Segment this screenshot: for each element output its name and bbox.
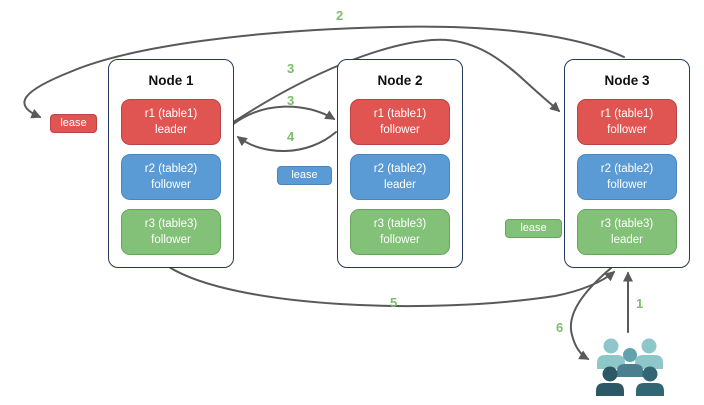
- node-3-replica-r2: r2 (table2) follower: [577, 154, 677, 200]
- replica-role: follower: [607, 124, 647, 136]
- step-label-1: 1: [636, 296, 644, 311]
- step-label-5: 5: [390, 295, 398, 310]
- step-label-3a: 3: [287, 61, 295, 76]
- arrow-step5-node1-to-node3: [168, 266, 616, 308]
- node-1-replica-r3: r3 (table3) follower: [121, 209, 221, 255]
- node-2-replica-r1: r1 (table1) follower: [350, 99, 450, 145]
- step-label-3b: 3: [287, 93, 295, 108]
- replica-name: r1 (table1): [600, 107, 654, 120]
- replica-role: follower: [380, 234, 420, 246]
- arrow-step3-node1-to-node3: [231, 38, 561, 124]
- node-2-replica-r2: r2 (table2) leader: [350, 154, 450, 200]
- replica-role: follower: [380, 124, 420, 136]
- replica-role: leader: [155, 124, 187, 136]
- node-2-replica-r3: r3 (table3) follower: [350, 209, 450, 255]
- lease-badge-table1: lease: [50, 114, 97, 133]
- replica-role: leader: [611, 234, 643, 246]
- replica-name: r3 (table3): [373, 217, 427, 230]
- replica-name: r1 (table1): [373, 107, 427, 120]
- replica-role: follower: [151, 234, 191, 246]
- arrow-step4-node2-to-node1: [236, 131, 337, 153]
- replica-name: r3 (table3): [144, 217, 198, 230]
- step-label-4: 4: [287, 129, 295, 144]
- arrow-step2-node3-to-lease1: [23, 25, 625, 119]
- arrow-step3-node1-to-node2: [231, 105, 336, 126]
- replica-name: r2 (table2): [373, 162, 427, 175]
- node-1-replica-r1: r1 (table1) leader: [121, 99, 221, 145]
- node-2-title: Node 2: [377, 73, 423, 88]
- node-1-replica-r2: r2 (table2) follower: [121, 154, 221, 200]
- replica-role: leader: [384, 179, 416, 191]
- replica-name: r2 (table2): [600, 162, 654, 175]
- replica-role: follower: [607, 179, 647, 191]
- replica-name: r2 (table2): [144, 162, 198, 175]
- node-3-replica-r3: r3 (table3) leader: [577, 209, 677, 255]
- users-icon: [593, 334, 667, 401]
- node-3-title: Node 3: [604, 73, 650, 88]
- node-3-replica-r1: r1 (table1) follower: [577, 99, 677, 145]
- replica-role: follower: [151, 179, 191, 191]
- node-1-title: Node 1: [148, 73, 194, 88]
- node-1: Node 1 r1 (table1) leader r2 (table2) fo…: [108, 59, 234, 268]
- arrow-step6-node3-to-users: [569, 267, 612, 360]
- node-3: Node 3 r1 (table1) follower r2 (table2) …: [564, 59, 690, 268]
- step-label-2: 2: [336, 8, 344, 23]
- step-label-6: 6: [556, 320, 564, 335]
- lease-badge-table3: lease: [505, 219, 562, 238]
- lease-badge-table2: lease: [277, 166, 332, 185]
- replica-name: r3 (table3): [600, 217, 654, 230]
- node-2: Node 2 r1 (table1) follower r2 (table2) …: [337, 59, 463, 268]
- replica-name: r1 (table1): [144, 107, 198, 120]
